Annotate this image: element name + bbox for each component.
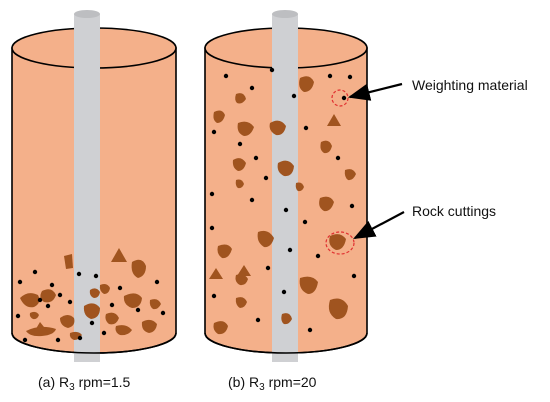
cutting-triangle (327, 114, 341, 126)
cutting (217, 244, 232, 259)
cutting (105, 312, 119, 325)
cutting-triangle (34, 322, 48, 332)
cutting (123, 293, 142, 308)
weighting-material-arrow (347, 82, 403, 101)
cutting (299, 76, 314, 92)
cutting-triangle (237, 265, 251, 276)
cutting (344, 169, 356, 181)
particles-a (15, 269, 166, 343)
cutting (29, 311, 39, 320)
rod-b (272, 14, 298, 362)
cutting-triangle (111, 248, 127, 262)
cutting (235, 93, 246, 104)
cutting (149, 299, 161, 310)
rock-cuttings-label: Rock cuttings (412, 203, 497, 219)
caption-b-prefix: (b) R (228, 374, 260, 390)
caption-b-subscript: 3 (259, 382, 265, 393)
cutting (329, 234, 346, 250)
cutting (328, 298, 348, 320)
cutting (99, 284, 110, 294)
cylinder-a (11, 10, 177, 362)
cutting (235, 274, 248, 286)
cutting (235, 297, 247, 308)
cutting (235, 179, 244, 189)
rod-a-cap (74, 10, 100, 18)
caption-a-prefix: (a) R (38, 374, 70, 390)
cutting (115, 325, 132, 336)
caption-a: (a) R3 rpm=1.5 (38, 374, 130, 393)
cutting (213, 110, 225, 123)
cutting (131, 259, 146, 278)
particles-b (209, 67, 357, 333)
cutting (83, 303, 100, 319)
cutting (299, 276, 318, 294)
cutting (232, 158, 246, 171)
caption-a-subscript: 3 (69, 382, 75, 393)
cutting (141, 319, 157, 333)
rod-a (74, 14, 100, 362)
cutting (277, 160, 294, 177)
cutting (237, 121, 254, 136)
cylinder-b (204, 10, 368, 362)
cutting (281, 313, 292, 325)
cutting (269, 120, 286, 136)
cuttings-b (209, 76, 356, 335)
cutting-triangle (209, 268, 223, 279)
cutting (257, 230, 274, 248)
cutting (64, 254, 73, 269)
cutting (89, 288, 100, 298)
rock-cuttings-highlight (325, 231, 355, 255)
rod-b-cap (272, 10, 298, 18)
caption-b: (b) R3 rpm=20 (228, 374, 316, 393)
weighting-material-label: Weighting material (412, 77, 528, 93)
cutting (319, 196, 334, 212)
cuttings-a (20, 248, 161, 340)
cutting (320, 140, 332, 154)
cutting (60, 315, 75, 328)
cutting (213, 321, 228, 335)
caption-b-suffix: rpm=20 (264, 374, 317, 390)
cutting (20, 293, 40, 308)
cutting (295, 182, 304, 192)
cutting (40, 289, 56, 303)
rock-cuttings-arrow (353, 211, 405, 240)
caption-a-suffix: rpm=1.5 (74, 374, 131, 390)
